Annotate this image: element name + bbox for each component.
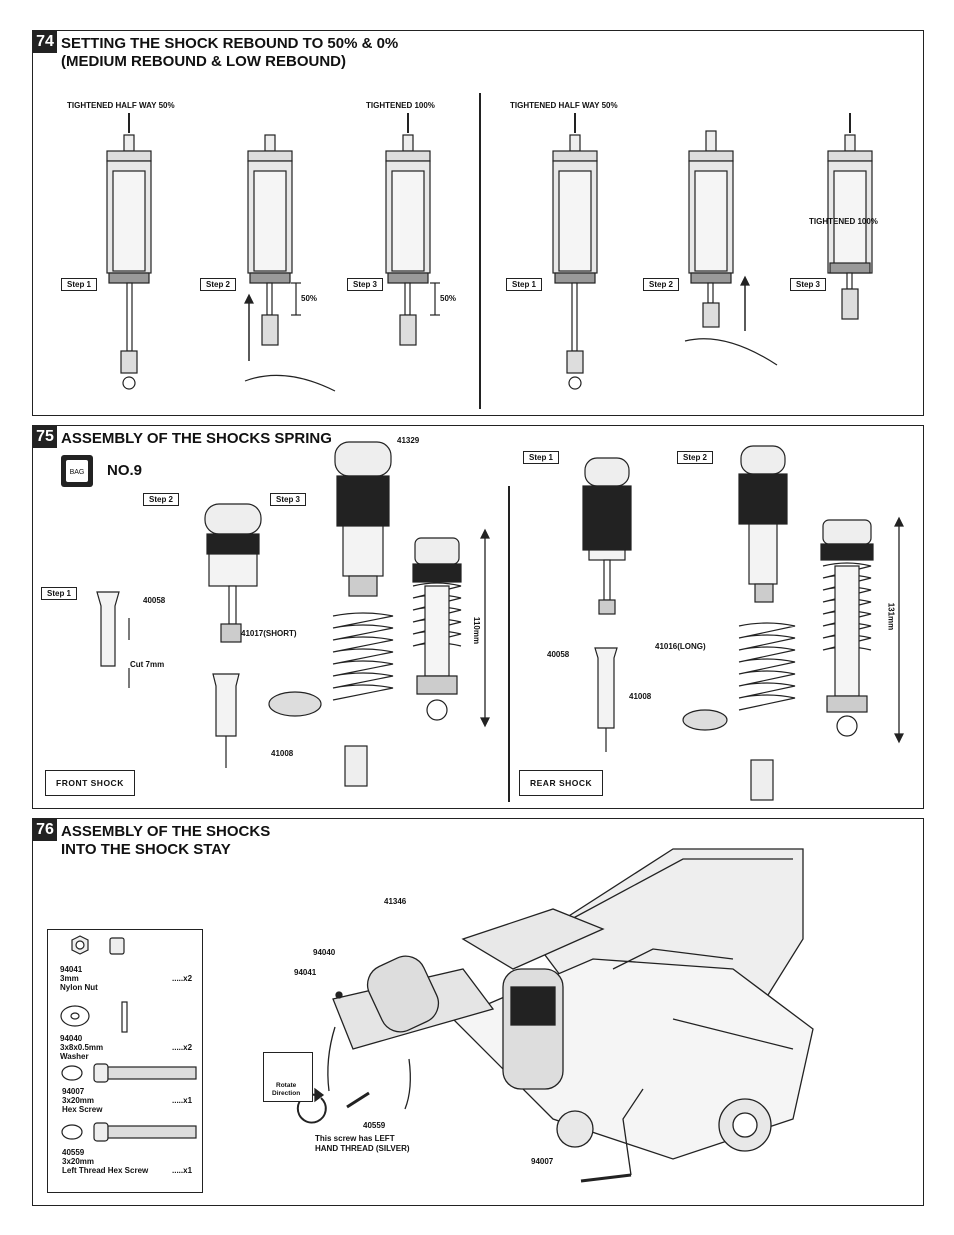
label-tightened-full-right: TIGHTENED 100% [809,217,878,226]
left-thread-screw-icon [93,1122,109,1142]
label-tightened-half-right: TIGHTENED HALF WAY 50% [510,101,618,110]
spring-assembly-diagram [96,441,904,802]
rotate-direction-box [263,1052,313,1102]
step-1-label: Step 1 [41,587,78,600]
part-qty: .....x1 [172,1096,193,1105]
shock-illustration [684,130,778,366]
label-tightened-half-left: TIGHTENED HALF WAY 50% [67,101,175,110]
bag-icon: BAG [61,455,93,487]
front-shock-label: FRONT SHOCK [45,770,135,796]
part-40058: 40058 [143,596,166,605]
section-76-number: 76 [33,819,57,841]
parts-icons [60,935,197,1142]
part-qty: .....x2 [172,974,193,983]
cut-label: Cut 7mm [130,660,165,669]
section-75: 75 ASSEMBLY OF THE SHOCKS SPRING BAG NO.… [32,425,924,809]
bag-number: NO.9 [107,462,143,479]
rear-step-2-label: Step 2 [677,451,714,464]
left-thread-note: This screw has LEFT [315,1134,395,1143]
chassis-diagram [296,848,814,1183]
callout-40559: 40559 [363,1121,386,1130]
part-desc: 3x8x0.5mm [60,1043,104,1052]
step-1-label: Step 1 [61,278,98,291]
rebound-diagram [106,93,873,409]
section-75-title: ASSEMBLY OF THE SHOCKS SPRING [61,430,332,447]
part-desc: 3x20mm [62,1157,95,1166]
part-41008-rear: 41008 [629,692,652,701]
callout-41346: 41346 [384,897,407,906]
callout-94040: 94040 [313,948,336,957]
chassis-illustration [296,848,814,1183]
nylon-nut-side-icon [109,937,125,955]
hex-screw-icon [93,1063,109,1083]
rotate-label: Rotate [276,1082,297,1089]
left-thread-note: HAND THREAD (SILVER) [315,1144,410,1153]
dimension-110: 110mm [472,616,482,645]
percent-label: 50% [440,294,457,303]
section-76: 76 ASSEMBLY OF THE SHOCKS INTO THE SHOCK… [32,818,924,1206]
shock-illustration [385,113,440,346]
step-3-label: Step 3 [270,493,307,506]
callout-94007: 94007 [531,1157,554,1166]
part-40058-rear: 40058 [547,650,570,659]
part-qty: .....x1 [172,1166,193,1175]
rear-shock-label: REAR SHOCK [519,770,604,796]
shock-illustration [106,113,152,390]
part-desc: Hex Screw [62,1105,103,1114]
part-code: 94007 [62,1087,85,1096]
section-74-number: 74 [33,31,57,53]
shock-illustration [244,134,336,392]
rotate-label: Direction [272,1090,301,1097]
step-3-label: Step 3 [347,278,384,291]
rear-step-1-label: Step 1 [523,451,560,464]
part-41329: 41329 [397,436,420,445]
shock-illustration [827,113,873,320]
rear-shock-illustration [582,445,904,801]
step-2-label: Step 2 [200,278,237,291]
part-qty: .....x2 [172,1043,193,1052]
step-1-label: Step 1 [506,278,543,291]
dimension-131: 131mm [886,602,896,631]
part-desc: Left Thread Hex Screw [62,1166,149,1175]
part-41008: 41008 [271,749,294,758]
left-thread-screw-head-icon [61,1124,83,1140]
label-tightened-full-left: TIGHTENED 100% [366,101,435,110]
washer-side-icon [121,1001,128,1033]
step-2-label: Step 2 [143,493,180,506]
step-2-label: Step 2 [643,278,680,291]
section-74-title: SETTING THE SHOCK REBOUND TO 50% & 0% (M… [61,35,399,70]
percent-label: 50% [301,294,318,303]
shock-illustration [552,113,598,390]
hex-screw-head-icon [61,1065,83,1081]
part-desc: Nylon Nut [60,983,98,992]
section-75-number: 75 [33,426,57,448]
part-code: 94040 [60,1034,83,1043]
part-41017: 41017(SHORT) [241,629,297,638]
section-76-title: ASSEMBLY OF THE SHOCKS INTO THE SHOCK ST… [61,823,271,858]
front-shock-illustration [96,441,490,787]
callout-94041: 94041 [294,968,317,977]
step-3-label: Step 3 [790,278,827,291]
part-code: 40559 [62,1148,85,1157]
section-74: 74 SETTING THE SHOCK REBOUND TO 50% & 0%… [32,30,924,416]
part-desc: Washer [60,1052,89,1061]
part-41016: 41016(LONG) [655,642,706,651]
parts-list: 94041 3mm Nylon Nut .....x2 94040 3x8x0.… [47,929,203,1193]
part-desc: 3x20mm [62,1096,95,1105]
part-code: 94041 [60,965,83,974]
part-desc: 3mm [60,974,79,983]
